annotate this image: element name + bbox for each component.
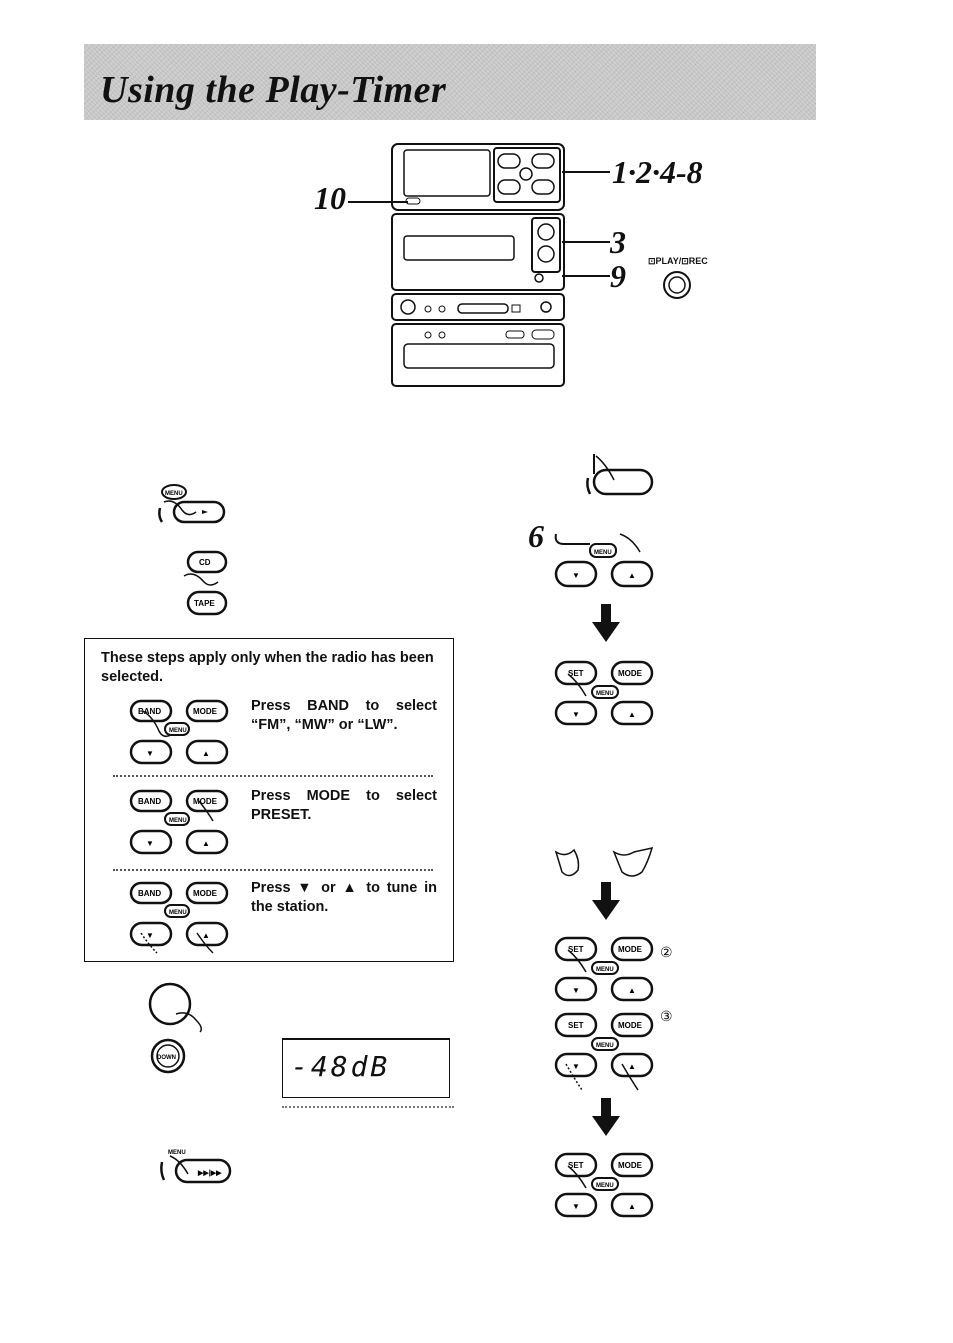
- callout-9: 9: [610, 258, 626, 294]
- svg-text:MENU: MENU: [596, 691, 614, 697]
- callout-10: 10: [314, 180, 346, 216]
- set-button-cluster-2: SET MODE MENU ▼ ▲: [554, 936, 654, 1002]
- svg-text:MENU: MENU: [596, 967, 614, 973]
- play-rec-knob-icon: [663, 271, 691, 299]
- svg-text:MODE: MODE: [618, 945, 643, 954]
- volume-knob-down-hand: DOWN: [148, 982, 203, 1074]
- svg-text:▲: ▲: [628, 1062, 636, 1071]
- right-button-hand: [586, 454, 654, 496]
- svg-text:▼: ▼: [146, 749, 154, 758]
- dotted-separator: [113, 775, 433, 777]
- svg-text:▲: ▲: [202, 749, 210, 758]
- svg-text:SET: SET: [568, 1161, 584, 1170]
- page-title: Using the Play-Timer: [100, 69, 447, 111]
- svg-text:MODE: MODE: [193, 797, 218, 806]
- marker-3: ③: [660, 1008, 673, 1024]
- step-tune-text: Press ▼ or ▲ to tune in the station.: [251, 880, 437, 915]
- svg-text:▲: ▲: [202, 931, 210, 940]
- svg-text:MODE: MODE: [618, 1161, 643, 1170]
- callout-1248: 1·2·4-8: [612, 154, 703, 190]
- svg-text:▲: ▲: [628, 710, 636, 719]
- radio-steps-box: These steps apply only when the radio ha…: [84, 638, 454, 962]
- svg-text:▼: ▼: [146, 839, 154, 848]
- svg-text:BAND: BAND: [138, 797, 161, 806]
- step-6-button-cluster: MENU ▼ ▲: [554, 533, 654, 588]
- svg-text:SET: SET: [568, 1021, 584, 1030]
- menu-skip-button-hand: ▶▶|▶▶ MENU: [160, 1150, 232, 1184]
- set-button-cluster-1: SET MODE MENU ▼ ▲: [554, 660, 654, 726]
- svg-text:▼: ▼: [572, 1202, 580, 1211]
- down-label: DOWN: [157, 1055, 176, 1061]
- callout-3: 3: [610, 224, 626, 260]
- svg-text:SET: SET: [568, 945, 584, 954]
- svg-text:▼: ▼: [572, 571, 580, 580]
- dotted-separator: [113, 869, 433, 871]
- svg-text:▲: ▲: [202, 839, 210, 848]
- set-button-cluster-4: SET MODE MENU ▼ ▲: [554, 1152, 654, 1218]
- stereo-device-illustration: [391, 143, 565, 387]
- mode-button-cluster: BAND MODE MENU ▼ ▲: [129, 789, 229, 855]
- svg-text:MENU: MENU: [594, 550, 612, 556]
- lcd-dotted-line: [282, 1106, 454, 1108]
- down-arrow-icon: [592, 882, 620, 920]
- svg-text:▼: ▼: [146, 931, 154, 940]
- svg-text:MENU: MENU: [168, 1150, 186, 1156]
- svg-text:MENU: MENU: [596, 1043, 614, 1049]
- step-6-label: 6: [528, 518, 544, 554]
- svg-text:SET: SET: [568, 669, 584, 678]
- cd-label: CD: [199, 558, 211, 567]
- svg-text:▼: ▼: [572, 986, 580, 995]
- svg-text:▲: ▲: [628, 571, 636, 580]
- svg-text:MODE: MODE: [193, 707, 218, 716]
- two-hands-icon: [554, 846, 654, 877]
- svg-text:MODE: MODE: [618, 669, 643, 678]
- svg-text:▶▶|▶▶: ▶▶|▶▶: [197, 1170, 222, 1177]
- svg-text:MODE: MODE: [193, 889, 218, 898]
- svg-text:▲: ▲: [628, 986, 636, 995]
- svg-text:MENU: MENU: [169, 910, 187, 916]
- marker-2: ②: [660, 944, 673, 960]
- lcd-display: -48dB: [282, 1038, 450, 1098]
- radio-box-intro: These steps apply only when the radio ha…: [101, 650, 434, 685]
- step-band-text: Press BAND to select “FM”, “MW” or “LW”.: [251, 698, 437, 733]
- header-band: [84, 44, 816, 120]
- menu-label: MENU: [165, 491, 183, 497]
- svg-text:▼: ▼: [572, 1062, 580, 1071]
- down-arrow-icon: [592, 604, 620, 642]
- band-button-cluster: BAND MODE MENU ▼ ▲: [129, 699, 229, 765]
- menu-play-button-hand: MENU: [158, 484, 226, 524]
- svg-text:BAND: BAND: [138, 707, 161, 716]
- svg-text:MENU: MENU: [596, 1183, 614, 1189]
- svg-text:MENU: MENU: [169, 728, 187, 734]
- tune-button-cluster: BAND MODE MENU ▼ ▲: [129, 881, 229, 954]
- svg-text:▼: ▼: [572, 710, 580, 719]
- callout-leader-lines: [348, 171, 610, 277]
- svg-text:▲: ▲: [628, 1202, 636, 1211]
- step-mode-text: Press MODE to select PRESET.: [251, 788, 437, 823]
- svg-text:MENU: MENU: [169, 818, 187, 824]
- svg-text:BAND: BAND: [138, 889, 161, 898]
- cd-tape-buttons-hand: CD TAPE: [183, 550, 228, 616]
- lcd-readout: -48dB: [291, 1050, 391, 1083]
- tape-label: TAPE: [194, 599, 215, 608]
- set-button-cluster-3: SET MODE MENU ▼ ▲: [554, 1012, 654, 1091]
- svg-text:MODE: MODE: [618, 1021, 643, 1030]
- play-rec-label: ⊡PLAY/⊡REC: [648, 256, 708, 266]
- down-arrow-icon: [592, 1098, 620, 1136]
